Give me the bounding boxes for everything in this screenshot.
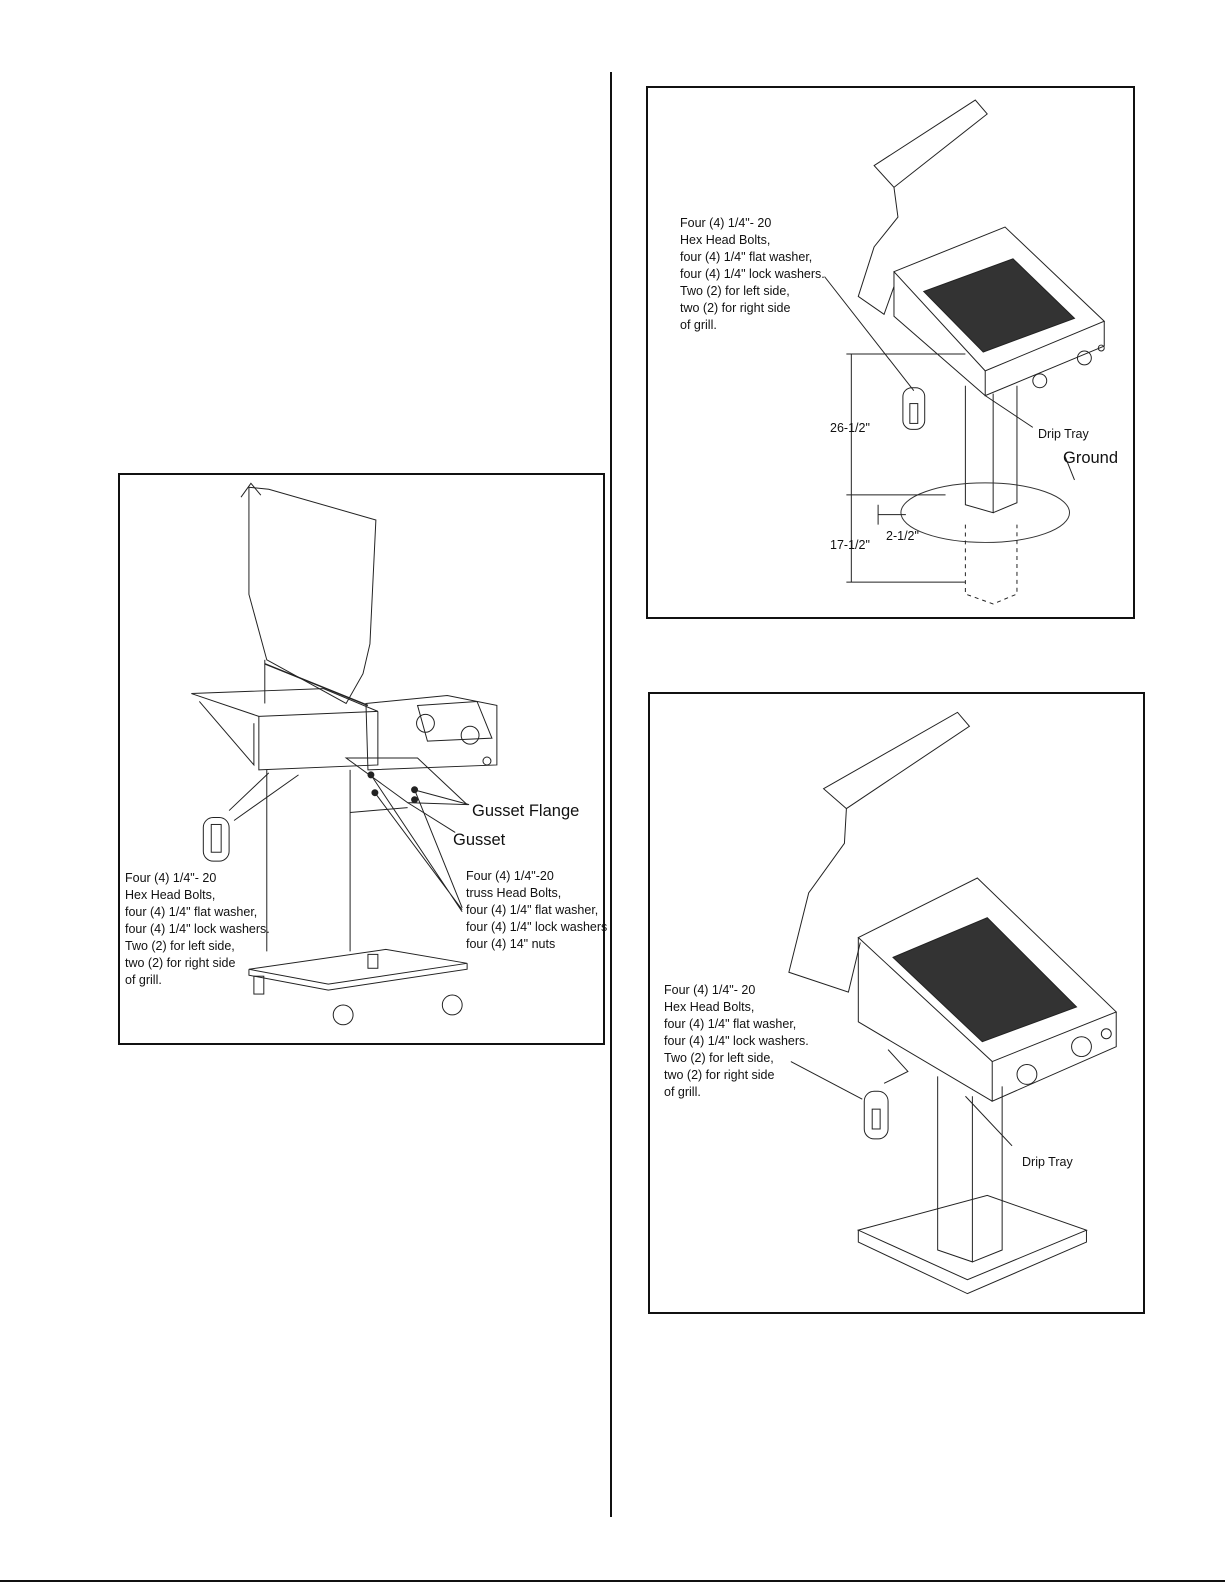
callout-line: Two (2) for left side, [125,939,235,953]
callout-line: four (4) 1/4" lock washers [466,920,608,934]
callout-line: two (2) for right side [680,301,791,315]
in-ground-post-figure: Four (4) 1/4"- 20 Hex Head Bolts, four (… [646,86,1135,619]
callout-line: four (4) 14" nuts [466,937,556,951]
patio-post-drawing [788,711,1118,1295]
callout-line: Hex Head Bolts, [680,233,771,247]
drip-tray-label: Drip Tray [1022,1155,1073,1169]
in-ground-post-drawing [824,99,1106,605]
post-hex-bolts-callout: Four (4) 1/4"- 20 Hex Head Bolts, four (… [680,215,825,334]
callout-line: Hex Head Bolts, [125,888,216,902]
bottom-rule [0,1580,1225,1582]
callout-line: of grill. [664,1085,701,1099]
callout-line: of grill. [680,318,717,332]
cart-grill-drawing [191,482,498,1026]
depth-dimension-label: 17-1/2" [830,538,870,552]
cart-hex-bolts-callout: Four (4) 1/4"- 20 Hex Head Bolts, four (… [125,870,270,989]
callout-line: four (4) 1/4" lock washers. [664,1034,809,1048]
callout-line: Four (4) 1/4"-20 [466,869,554,883]
callout-line: two (2) for right side [664,1068,775,1082]
callout-line: four (4) 1/4" flat washer, [466,903,599,917]
callout-line: two (2) for right side [125,956,236,970]
callout-line: Two (2) for left side, [680,284,790,298]
column-divider [610,72,612,1517]
patio-hex-bolts-callout: Four (4) 1/4"- 20 Hex Head Bolts, four (… [664,982,809,1101]
callout-line: Four (4) 1/4"- 20 [664,983,756,997]
cart-mount-figure: Gusset Flange Gusset Four (4) 1/4"- 20 H… [118,473,607,1045]
height-dimension-label: 26-1/2" [830,421,870,435]
callout-line: of grill. [125,973,162,987]
gusset-flange-label: Gusset Flange [472,802,580,820]
ground-label: Ground [1063,449,1119,467]
patio-post-figure: Four (4) 1/4"- 20 Hex Head Bolts, four (… [648,692,1145,1314]
cart-truss-bolts-callout: Four (4) 1/4"-20 truss Head Bolts, four … [466,868,607,953]
callout-line: truss Head Bolts, [466,886,562,900]
gusset-label: Gusset [453,831,506,849]
callout-line: Two (2) for left side, [664,1051,774,1065]
callout-line: four (4) 1/4" lock washers. [680,267,825,281]
offset-dimension-label: 2-1/2" [886,529,919,543]
callout-line: Hex Head Bolts, [664,1000,755,1014]
drip-tray-label: Drip Tray [1038,427,1089,441]
callout-line: Four (4) 1/4"- 20 [680,216,772,230]
callout-line: four (4) 1/4" lock washers. [125,922,270,936]
callout-line: four (4) 1/4" flat washer, [125,905,258,919]
callout-line: four (4) 1/4" flat washer, [680,250,813,264]
callout-line: Four (4) 1/4"- 20 [125,871,217,885]
callout-line: four (4) 1/4" flat washer, [664,1017,797,1031]
